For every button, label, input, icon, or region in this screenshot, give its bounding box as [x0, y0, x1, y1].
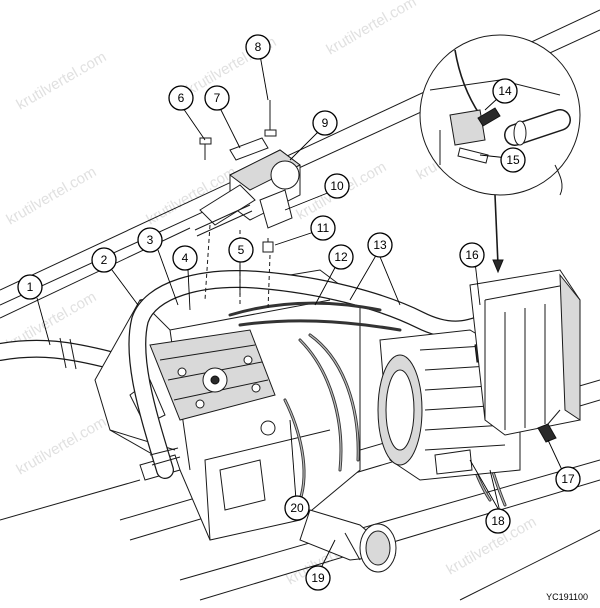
svg-text:1: 1: [27, 280, 34, 294]
sensor-connector: [537, 409, 561, 443]
svg-text:20: 20: [290, 501, 304, 515]
watermark-text: krutilvertel.com: [324, 0, 420, 58]
callout-10: 10: [324, 173, 350, 199]
callout-12: 12: [328, 244, 354, 270]
svg-text:3: 3: [147, 233, 154, 247]
figure-code-label: YC191100: [546, 592, 588, 602]
coolant-hose-2: [128, 270, 499, 479]
svg-text:2: 2: [101, 253, 108, 267]
svg-text:9: 9: [322, 116, 329, 130]
watermark-text: krutilvertel.com: [4, 163, 100, 228]
callout-4: 4: [172, 245, 198, 271]
left-hose: [0, 337, 119, 370]
svg-text:15: 15: [506, 153, 520, 167]
callout-9: 9: [312, 110, 338, 136]
svg-text:6: 6: [178, 91, 185, 105]
callout-14: 14: [492, 78, 518, 104]
watermark-text: krutilvertel.com: [14, 48, 110, 113]
callout-leaders: [36, 54, 563, 571]
svg-text:17: 17: [561, 472, 575, 486]
svg-text:12: 12: [334, 250, 348, 264]
svg-text:18: 18: [491, 514, 505, 528]
svg-text:11: 11: [317, 221, 330, 235]
svg-text:16: 16: [465, 248, 479, 262]
svg-text:8: 8: [255, 40, 262, 54]
callout-3: 3: [137, 227, 163, 253]
callout-6: 6: [168, 85, 194, 111]
svg-text:10: 10: [330, 179, 344, 193]
callout-19: 19: [305, 565, 331, 591]
svg-text:14: 14: [498, 84, 512, 98]
radiator-module: [469, 269, 581, 436]
callout-11: 11: [310, 215, 336, 241]
callout-8: 8: [245, 34, 271, 60]
callout-2: 2: [91, 247, 117, 273]
callout-5: 5: [228, 237, 254, 263]
svg-text:19: 19: [311, 571, 325, 585]
callout-17: 17: [555, 466, 581, 492]
callout-13: 13: [367, 232, 393, 258]
svg-text:7: 7: [214, 91, 221, 105]
exploded-valve: [194, 100, 301, 311]
watermark-text: krutilvertel.com: [14, 413, 110, 478]
callout-15: 15: [500, 147, 526, 173]
callout-16: 16: [459, 242, 485, 268]
svg-text:13: 13: [373, 238, 387, 252]
svg-text:4: 4: [182, 251, 189, 265]
callout-18: 18: [485, 508, 511, 534]
svg-text:5: 5: [238, 243, 245, 257]
callout-1: 1: [17, 274, 43, 300]
hose-clamp-19: [299, 509, 397, 573]
callout-7: 7: [204, 85, 230, 111]
callout-20: 20: [284, 495, 310, 521]
detail-magnifier: [419, 34, 581, 274]
